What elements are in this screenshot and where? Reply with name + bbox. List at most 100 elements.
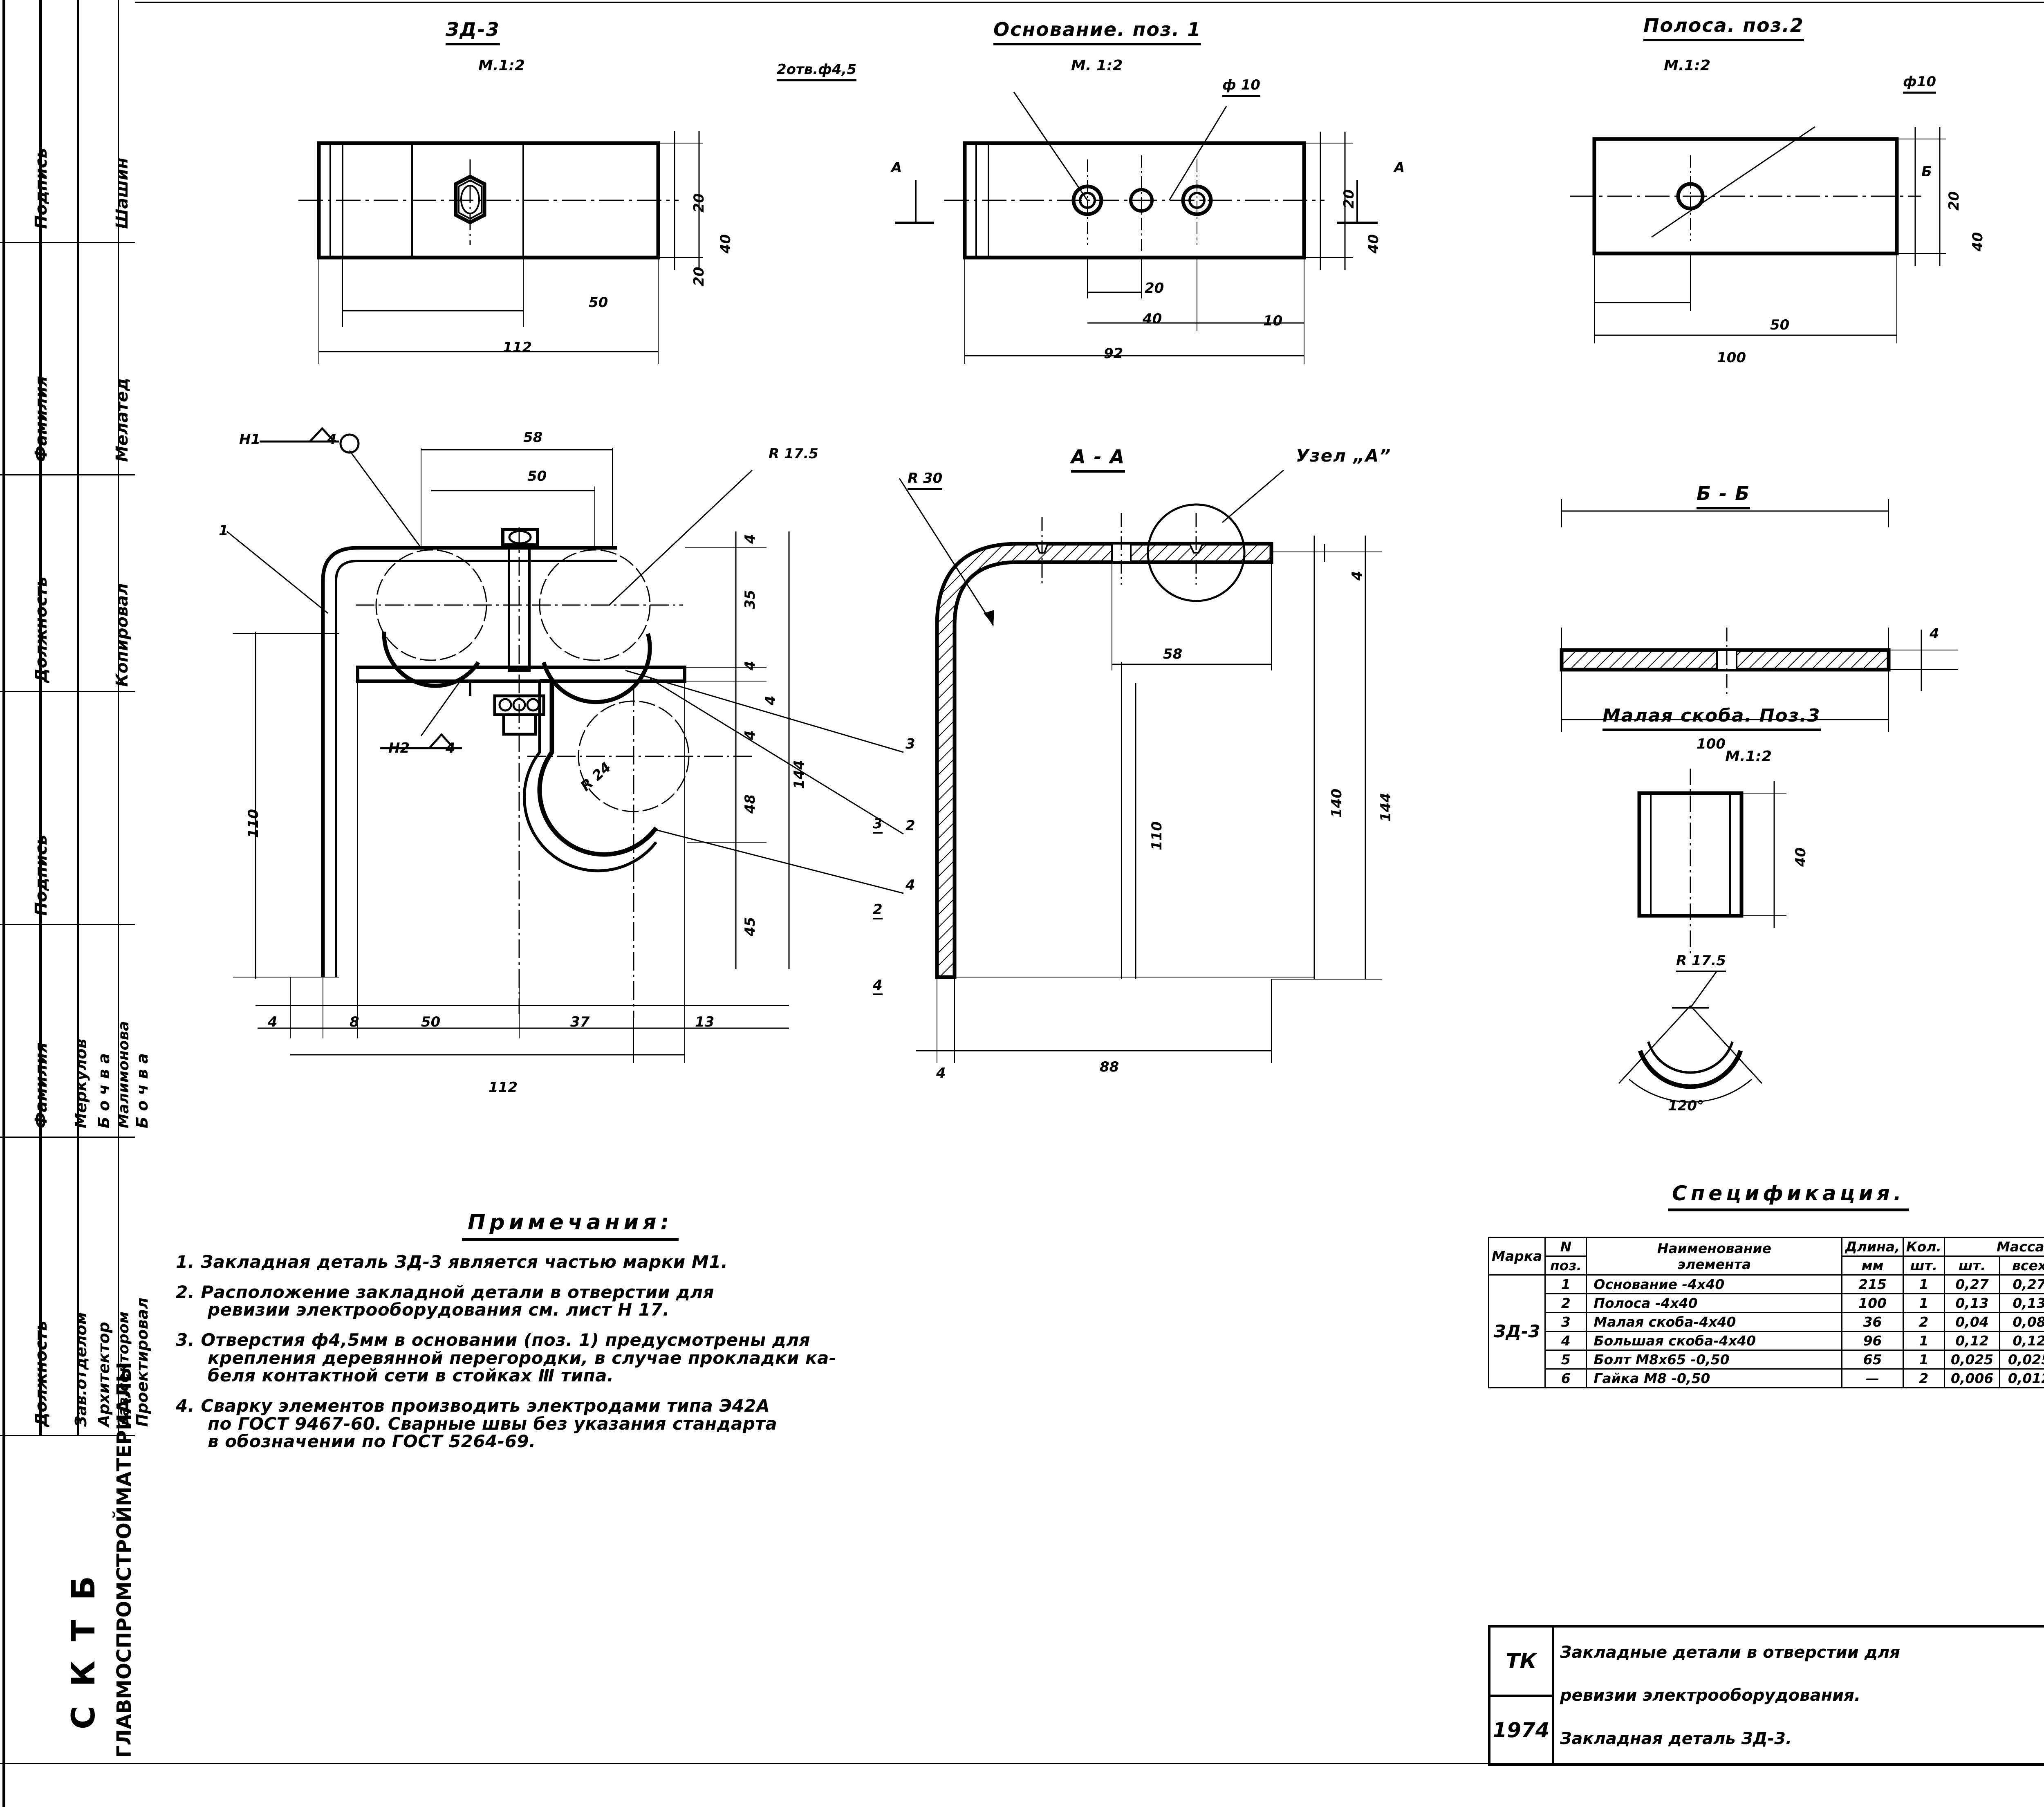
spec-header-row-2: поз. мм шт. шт. всех марки — [1489, 1255, 2044, 1276]
osnovanie-callout-2holes: 2отв.ф4,5 — [777, 61, 857, 81]
polosa-view-drawing — [1570, 126, 1946, 343]
view-title-malaya-skoba: Малая скоба. Поз.3 — [1602, 705, 1821, 731]
osnovanie-dim-40: 40 — [1365, 234, 1382, 253]
spec-row-3-pos: 3 — [1544, 1312, 1587, 1332]
zd3-dim-20a: 20 — [691, 193, 707, 213]
note-4-line-3: в обозначении по ГОСТ 5264-69. — [208, 1431, 536, 1452]
assembly-dim-b50: 50 — [421, 1014, 441, 1030]
spec-row-1-pos: 1 — [1544, 1274, 1587, 1294]
spec-row-6-pos: 6 — [1544, 1368, 1587, 1388]
view-title-zd3: ЗД-3 — [446, 18, 500, 45]
section-aa-callout-r30: R 30 — [908, 470, 943, 490]
spec-row-4-pos: 4 — [1544, 1331, 1587, 1351]
osnovanie-callout-d10: ф 10 — [1222, 77, 1260, 97]
malaya-skoba-angle-120: 120° — [1668, 1098, 1704, 1114]
spec-row-1-name: Основание -4х40 — [1586, 1274, 1843, 1294]
zd3-dim-40: 40 — [717, 234, 734, 253]
spec-row-1-qty: 1 — [1902, 1274, 1945, 1294]
section-aa-dim-58: 58 — [1163, 646, 1183, 662]
spec-row-2-msht: 0,13 — [1944, 1293, 2001, 1313]
spec-row-4-len: 96 — [1841, 1331, 1904, 1351]
spec-row-6-mall: 0,012 — [1999, 1368, 2044, 1388]
title-block-drawing-name: Закладные детали в отверстии для ревизии… — [1554, 1628, 2044, 1764]
spec-row-2-name: Полоса -4х40 — [1586, 1293, 1843, 1313]
strip-hr-2 — [0, 474, 135, 475]
strip-name-melated: Мелатед — [113, 378, 132, 462]
strip-label-dolzhnost-top: Должность — [32, 576, 51, 683]
strip-rule-2 — [78, 0, 79, 1435]
strip-hr-6 — [0, 1435, 135, 1436]
strip-label-dolzhnost-2: Должность — [32, 1320, 51, 1427]
assembly-dim-35: 35 — [742, 590, 758, 609]
osnovanie-dim-20b: 20 — [1145, 280, 1164, 296]
osnovanie-view-drawing — [895, 92, 1378, 364]
spec-row-3-name: Малая скоба-4х40 — [1586, 1312, 1843, 1332]
section-aa-dim-144: 144 — [1378, 793, 1394, 822]
table-row: 5 Болт М8х65 -0,50 65 1 0,025 0,025 ГОСТ… — [1489, 1350, 2044, 1370]
strip-rule-1 — [39, 0, 42, 1435]
strip-hr-1 — [0, 242, 135, 243]
org-short-name: С К Т Б — [65, 1572, 102, 1729]
title-block-name-line-3: Закладная деталь ЗД-3. — [1560, 1729, 1792, 1749]
table-row: 3 Малая скоба-4х40 36 2 0,04 0,08 — [1489, 1312, 2044, 1332]
strip-sign-shashin: Шашин — [113, 157, 132, 229]
spec-row-3-qty: 2 — [1902, 1312, 1945, 1332]
strip-hr-5 — [0, 1137, 135, 1138]
assembly-leader-4: 4 — [905, 877, 915, 893]
strip-name-malimonova: Малимонова — [115, 1021, 132, 1128]
spec-row-2-qty: 1 — [1902, 1293, 1945, 1313]
strip-role-proektiroval: Проектировал — [133, 1297, 151, 1427]
assembly-dim-b13: 13 — [695, 1014, 715, 1030]
spec-header-name-l1: Наименование — [1657, 1240, 1772, 1256]
malaya-skoba-dim-40: 40 — [1793, 847, 1809, 867]
assembly-dim-4d: 4 — [742, 730, 758, 740]
title-block-tk: ТК — [1490, 1628, 1552, 1697]
left-title-strip: Подпись Фамилия Должность Подпись Фамили… — [0, 0, 151, 1807]
strip-name-bochva-1: Б о ч в а — [95, 1053, 113, 1128]
note-1-line-1: Закладная деталь ЗД-3 является частью ма… — [201, 1252, 728, 1272]
strip-label-familiya-2: Фамилия — [32, 1042, 51, 1128]
zd3-dim-20b: 20 — [691, 267, 707, 286]
assembly-leader-3: 3 — [905, 736, 915, 752]
spec-header-len: Длина, — [1841, 1237, 1904, 1257]
polosa-dim-100: 100 — [1717, 350, 1746, 366]
section-aa-side-mark-2: 2 — [873, 901, 883, 919]
assembly-weld-h1-size: 4 — [327, 431, 337, 448]
section-aa-side-mark-4: 4 — [873, 977, 883, 995]
assembly-view-drawing — [226, 427, 904, 1063]
spec-row-5-len: 65 — [1841, 1350, 1904, 1370]
view-title-section-aa: А - А — [1071, 446, 1125, 473]
spec-header-poz: поз. — [1544, 1255, 1587, 1276]
note-1-number: 1. — [176, 1252, 195, 1272]
spec-row-5-pos: 5 — [1544, 1350, 1587, 1370]
note-item-2: 2. Расположение закладной детали в отвер… — [176, 1283, 1504, 1319]
spec-row-5-qty: 1 — [1902, 1350, 1945, 1370]
note-2-number: 2. — [176, 1282, 195, 1302]
assembly-weld-symbol-h2: Н2 — [388, 740, 410, 756]
osnovanie-dim-92: 92 — [1104, 345, 1123, 362]
spec-header-name: Наименование элемента — [1586, 1237, 1843, 1276]
spec-header-n: N — [1544, 1237, 1587, 1257]
assembly-dim-48: 48 — [742, 794, 758, 814]
assembly-dim-b4: 4 — [268, 1014, 278, 1030]
assembly-leader-1: 1 — [219, 522, 229, 539]
spec-row-6-qty: 2 — [1902, 1368, 1945, 1388]
spec-row-3-len: 36 — [1841, 1312, 1904, 1332]
spec-row-5-mall: 0,025 — [1999, 1350, 2044, 1370]
section-bb-dim-100: 100 — [1697, 736, 1726, 752]
spec-row-1-len: 215 — [1841, 1274, 1904, 1294]
view-title-section-bb: Б - Б — [1697, 482, 1750, 509]
org-long-name: ГЛАВМОСПРОМСТРОЙМАТЕРИАЛЫ — [113, 1362, 136, 1758]
strip-hr-4 — [0, 924, 135, 925]
note-2-line-2: ревизии электрооборудования см. лист Н 1… — [208, 1300, 670, 1320]
spec-header-mass-vseh: всех — [1999, 1255, 2044, 1276]
section-aa-dim-88: 88 — [1100, 1059, 1119, 1075]
view-scale-polosa: М.1:2 — [1664, 57, 1710, 74]
spec-row-2-pos: 2 — [1544, 1293, 1587, 1313]
spec-row-5-msht: 0,025 — [1944, 1350, 2001, 1370]
section-bb-drawing — [1560, 499, 1958, 732]
note-4-line-2: по ГОСТ 9467-60. Сварные швы без указани… — [208, 1413, 778, 1434]
note-3-line-1: Отверстия ф4,5мм в основании (поз. 1) пр… — [201, 1330, 811, 1350]
title-block-name-line-2: ревизии электрооборудования. — [1560, 1686, 1861, 1705]
